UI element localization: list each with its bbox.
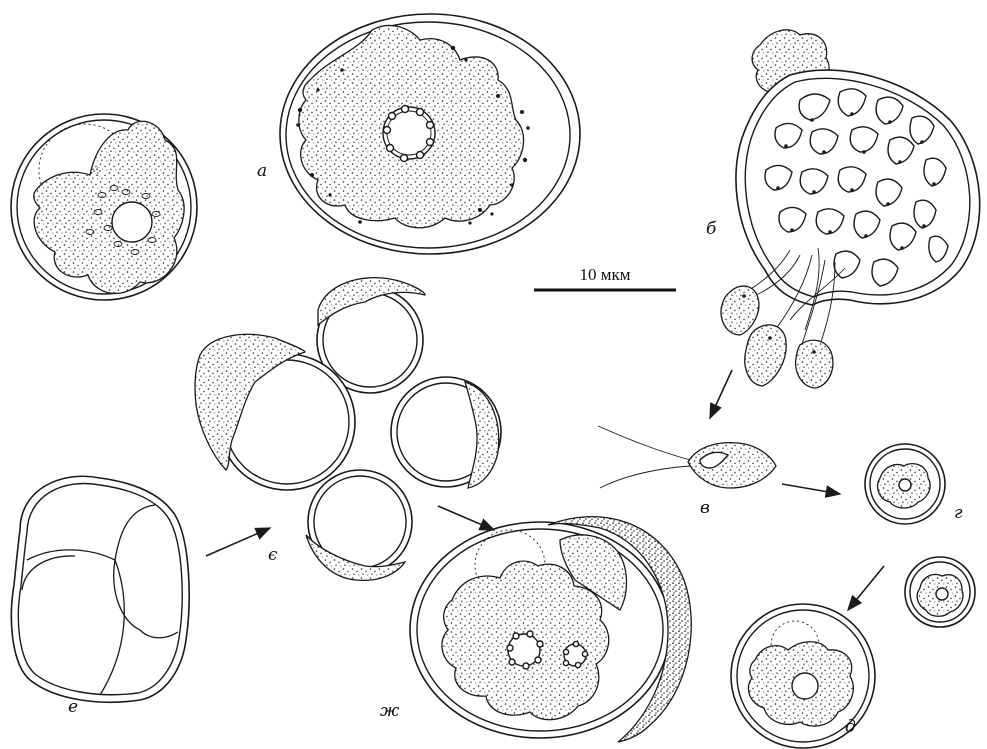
sporangium-b (721, 30, 980, 388)
label-b: б (706, 219, 717, 239)
cyst-a-round (11, 114, 197, 300)
cyst-g-top (865, 444, 945, 524)
arrow-v-to-g (782, 484, 840, 494)
label-e: е (68, 697, 78, 717)
cyst-a-oval (280, 14, 580, 254)
label-v: в (700, 498, 710, 518)
cells-ye (195, 278, 501, 581)
scale-bar-label: 10 мкм (579, 265, 630, 284)
scale-bar: 10 мкм (534, 265, 676, 290)
arrow-e-to-ye (206, 528, 270, 556)
cyst-g-bottom (905, 557, 975, 627)
arrow-ye-to-zh (438, 506, 494, 530)
arrow-b-to-v (710, 370, 732, 418)
cyst-zh (410, 517, 691, 742)
label-g: г (954, 503, 963, 523)
label-a: а (257, 161, 267, 181)
label-zh: ж (380, 701, 400, 721)
zoospore-v (598, 426, 776, 488)
cell-e (11, 476, 189, 702)
label-d: д (845, 717, 856, 737)
label-ye: є (268, 545, 278, 565)
arrow-g-to-d (848, 566, 884, 610)
